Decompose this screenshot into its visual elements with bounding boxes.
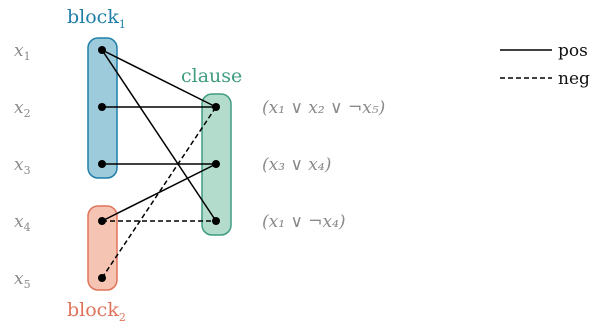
node-x1 — [98, 46, 106, 54]
clause-label-c2: (x₃ ∨ x₄) — [262, 155, 331, 175]
node-x5 — [98, 274, 106, 282]
variable-label-x1: x1 — [14, 41, 31, 63]
variable-label-x2: x2 — [14, 98, 31, 120]
node-x2 — [98, 103, 106, 111]
block2-label: block2 — [67, 299, 126, 324]
block1-label: block1 — [67, 6, 126, 31]
edge-x5-c1-neg — [101, 106, 217, 279]
edge-x4-c2-pos — [101, 163, 217, 222]
block2-box — [87, 205, 118, 291]
node-c3 — [212, 217, 220, 225]
node-x4 — [98, 217, 106, 225]
clause-labels: (x₁ ∨ x₂ ∨ ¬x₅) (x₃ ∨ x₄) (x₁ ∨ ¬x₄) — [262, 98, 385, 232]
edge-x1-c1-pos — [101, 49, 217, 108]
legend: pos neg — [500, 41, 590, 89]
variable-labels: x1 x2 x3 x4 x5 — [14, 41, 31, 291]
clause-label-c1: (x₁ ∨ x₂ ∨ ¬x₅) — [262, 98, 385, 118]
variable-label-x3: x3 — [14, 155, 31, 177]
legend-neg-label: neg — [558, 69, 590, 89]
variable-label-x5: x5 — [14, 269, 31, 291]
clause-label-c3: (x₁ ∨ ¬x₄) — [262, 212, 346, 232]
node-c1 — [212, 103, 220, 111]
edges-layer — [101, 49, 217, 279]
node-c2 — [212, 160, 220, 168]
node-x3 — [98, 160, 106, 168]
edge-x1-c3-pos — [101, 49, 217, 222]
variable-label-x4: x4 — [14, 212, 31, 234]
nodes-layer — [98, 46, 220, 282]
legend-pos-label: pos — [558, 41, 588, 61]
clause-label: clause — [181, 65, 242, 87]
